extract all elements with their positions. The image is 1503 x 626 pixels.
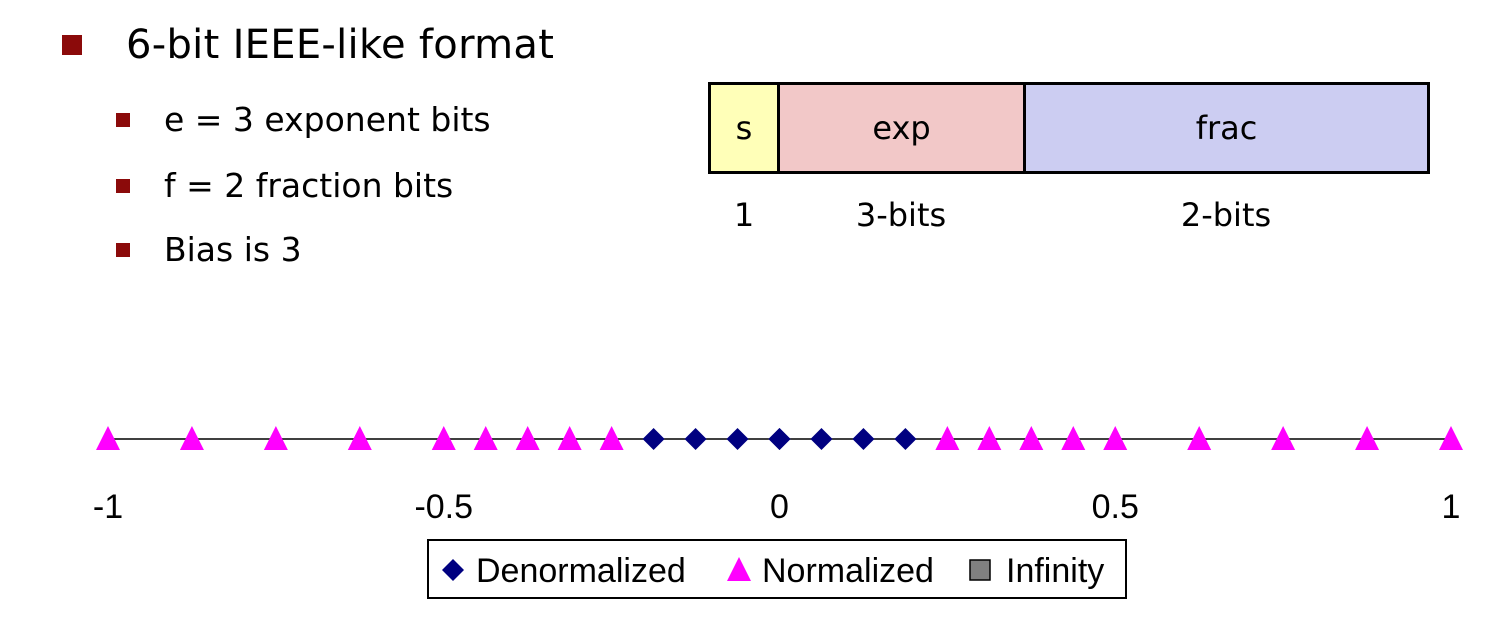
legend-label-denormalized: Denormalized [476, 552, 686, 590]
sub-bullet-exponent: e = 3 exponent bits [116, 100, 491, 139]
normalized-point [515, 426, 540, 450]
bullet-square-icon [116, 178, 130, 193]
denormalized-point [726, 428, 749, 450]
normalized-point [557, 426, 582, 450]
denormalized-point [810, 428, 833, 450]
normalized-point [431, 426, 456, 450]
x-tick-label: 0 [770, 488, 789, 526]
x-tick-label: -0.5 [414, 488, 473, 526]
main-bullet: 6-bit IEEE-like format [62, 22, 554, 68]
bit-layout-diagram: s exp frac [708, 82, 1430, 174]
bullet-square-icon [62, 35, 82, 55]
sub-bullet-bias: Bias is 3 [116, 230, 302, 269]
normalized-point [1355, 426, 1380, 450]
normalized-point [347, 426, 372, 450]
bit-width-frac: 2-bits [1180, 196, 1272, 234]
normalized-point [935, 426, 960, 450]
field-frac: frac [1023, 82, 1430, 174]
sub-bullet-text: e = 3 exponent bits [164, 100, 491, 139]
normalized-point [1103, 426, 1128, 450]
normalized-point [1061, 426, 1086, 450]
denormalized-point [642, 428, 665, 450]
denormalized-point [768, 428, 791, 450]
bit-width-sign: 1 [733, 196, 755, 234]
legend-infinity-icon [969, 559, 991, 581]
normalized-point [599, 426, 624, 450]
field-exp: exp [777, 82, 1026, 174]
legend-denormalized-icon [442, 559, 464, 581]
sub-bullet-text: f = 2 fraction bits [164, 166, 454, 205]
field-sign: s [708, 82, 780, 174]
denormalized-point [852, 428, 875, 450]
normalized-point [1271, 426, 1296, 450]
legend-box [427, 539, 1127, 599]
x-tick-label: -1 [93, 488, 123, 526]
bit-width-exp: 3-bits [855, 196, 947, 234]
slide-title: 6-bit IEEE-like format [126, 22, 555, 68]
denormalized-point [894, 428, 917, 450]
legend-label-infinity: Infinity [1006, 552, 1104, 590]
sub-bullet-text: Bias is 3 [164, 230, 302, 269]
x-tick-label: 1 [1442, 488, 1461, 526]
x-tick-label: 0.5 [1092, 488, 1139, 526]
normalized-point [179, 426, 204, 450]
normalized-point [1439, 426, 1463, 450]
legend-normalized-icon [727, 557, 751, 581]
normalized-point [96, 426, 120, 450]
bullet-square-icon [116, 242, 130, 257]
sub-bullet-fraction: f = 2 fraction bits [116, 166, 453, 205]
normalized-point [1187, 426, 1212, 450]
denormalized-point [684, 428, 707, 450]
bullet-square-icon [116, 112, 130, 127]
normalized-point [977, 426, 1002, 450]
legend-label-normalized: Normalized [762, 552, 934, 590]
normalized-point [263, 426, 288, 450]
normalized-point [1019, 426, 1044, 450]
normalized-point [473, 426, 498, 450]
